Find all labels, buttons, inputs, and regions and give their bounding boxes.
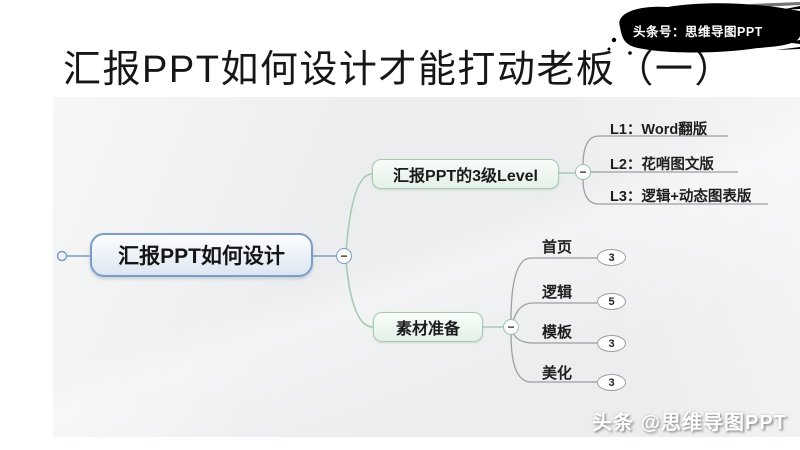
count-badge: 5: [597, 293, 626, 310]
ink-brush-icon: [607, 2, 800, 55]
minus-icon: −: [579, 164, 587, 179]
collapse-button-levels[interactable]: −: [575, 164, 591, 180]
minus-icon: −: [507, 319, 515, 334]
leaf-template: 模板: [542, 324, 573, 341]
leaf-logic: 逻辑: [542, 284, 573, 301]
header-ribbon-text: 头条号：思维导图PPT: [633, 25, 763, 39]
collapse-button-material[interactable]: −: [503, 319, 519, 335]
header-ribbon: 头条号：思维导图PPT: [600, 0, 800, 60]
count-badge: 3: [597, 335, 626, 352]
minus-icon: −: [340, 248, 348, 263]
count-badge: 3: [597, 249, 626, 266]
leaf-l2-fancy-graphics: L2：花哨图文版: [610, 157, 714, 173]
count-badge: 3: [597, 374, 626, 391]
leaf-l3-logic-dynamic-charts: L3：逻辑+动态图表版: [610, 189, 752, 205]
branch-node-material-prep[interactable]: 素材准备: [373, 312, 483, 342]
leaf-beautify: 美化: [542, 365, 573, 382]
mindmap-root-node[interactable]: 汇报PPT如何设计: [90, 233, 313, 277]
collapse-button-root[interactable]: −: [336, 248, 352, 264]
slide-title: 汇报PPT如何设计才能打动老板（一）: [63, 49, 734, 91]
watermark: 头条 @思维导图PPT: [592, 412, 787, 434]
leaf-home-page: 首页: [542, 239, 573, 256]
branch-node-ppt-levels[interactable]: 汇报PPT的3级Level: [372, 159, 559, 189]
leaf-l1-word-copy: L1：Word翻版: [610, 122, 708, 138]
